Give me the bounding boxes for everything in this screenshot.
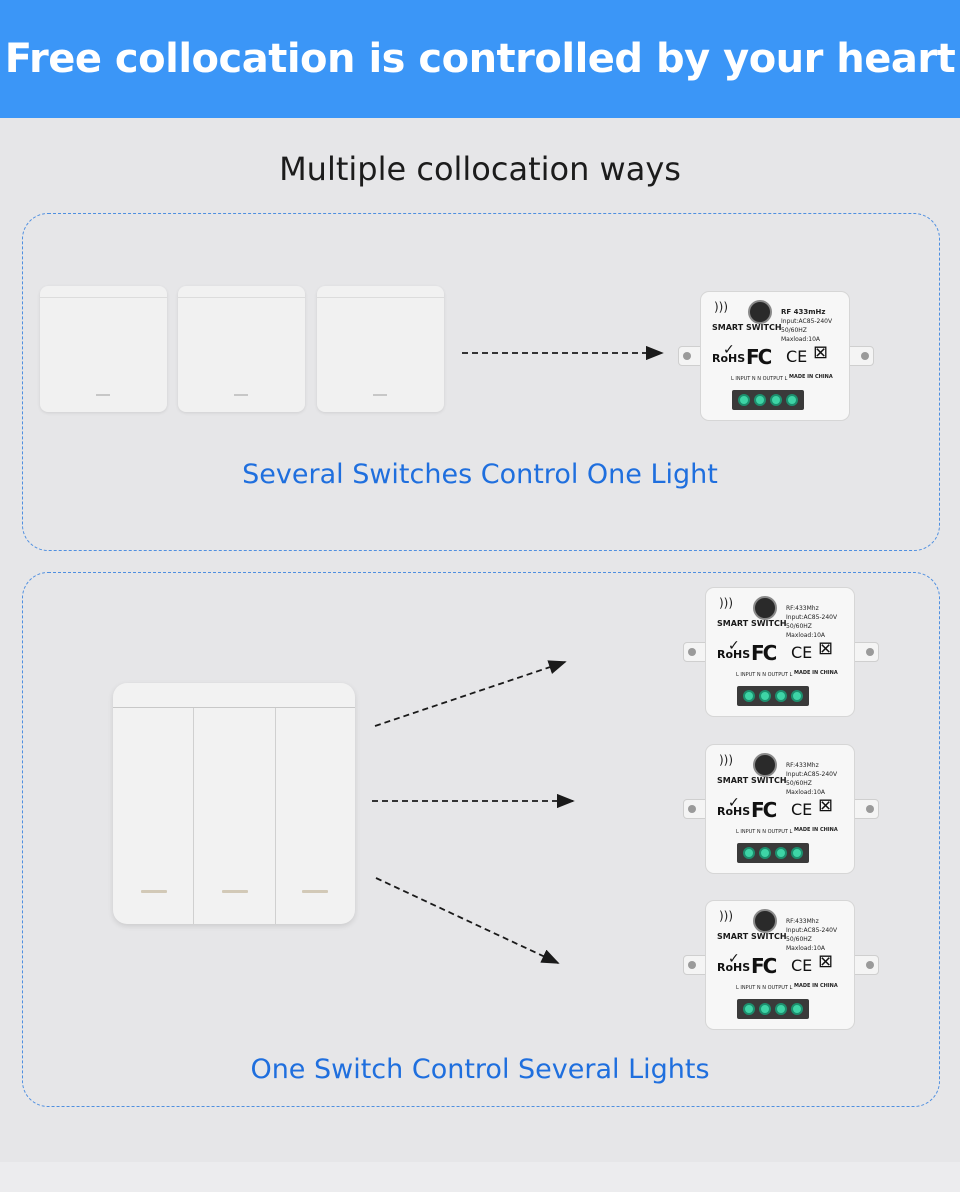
- wifi-icon: ))): [719, 753, 734, 767]
- made-in-label: MADE IN CHINA: [789, 374, 833, 380]
- wifi-icon: ))): [719, 909, 734, 923]
- relay-module-1: ))) SMART SWITCH RF:433Mhz Input:AC85-24…: [683, 587, 879, 717]
- terminal-block: [732, 390, 804, 410]
- ce-mark: CE: [791, 800, 813, 819]
- mount-ear-right: [844, 346, 874, 366]
- switch-frame-line: [113, 707, 355, 708]
- maxload-spec: Maxload:10A: [786, 945, 825, 952]
- terminal-block: [737, 686, 809, 706]
- terminal-block: [737, 843, 809, 863]
- weee-bin-icon: ⊠: [818, 638, 834, 659]
- panel-several-switches: [22, 213, 940, 551]
- pair-button: [753, 753, 777, 777]
- spec-text: RF:433Mhz Input:AC85-240V 50/60HZ Maxloa…: [786, 917, 854, 953]
- weee-bin-icon: ⊠: [818, 795, 834, 816]
- maxload-spec: Maxload:10A: [786, 632, 825, 639]
- pair-button: [753, 596, 777, 620]
- check-icon: ✓: [728, 795, 740, 811]
- fc-mark: FC: [751, 798, 777, 822]
- input-spec: Input:AC85-240V 50/60HZ: [781, 318, 833, 334]
- ce-mark: CE: [791, 643, 813, 662]
- bottom-strip: [0, 1162, 960, 1192]
- banner-title: Free collocation is controlled by your h…: [4, 36, 956, 82]
- wall-switch-2: [178, 286, 305, 412]
- made-in-label: MADE IN CHINA: [794, 670, 838, 676]
- rf-label: RF:433Mhz: [786, 918, 819, 925]
- rohs-mark: RoHS: [717, 805, 751, 818]
- ce-mark: CE: [786, 347, 808, 366]
- input-spec: Input:AC85-240V 50/60HZ: [786, 614, 838, 630]
- input-spec: Input:AC85-240V 50/60HZ: [786, 927, 838, 943]
- smart-switch-label: SMART SWITCH: [712, 323, 782, 332]
- wall-switch-1: [40, 286, 167, 412]
- relay-module-top: ))) SMART SWITCH RF 433mHz Input:AC85-24…: [678, 291, 874, 421]
- io-label: L INPUT N N OUTPUT L: [736, 672, 793, 678]
- weee-bin-icon: ⊠: [818, 951, 834, 972]
- spec-text: RF:433Mhz Input:AC85-240V 50/60HZ Maxloa…: [786, 604, 854, 640]
- switch-led: [222, 890, 248, 893]
- check-icon: ✓: [728, 951, 740, 967]
- spec-text: RF:433Mhz Input:AC85-240V 50/60HZ Maxloa…: [786, 761, 854, 797]
- weee-bin-icon: ⊠: [813, 342, 829, 363]
- rohs-mark: RoHS: [712, 352, 746, 365]
- wall-switch-3: [317, 286, 444, 412]
- page-subtitle: Multiple collocation ways: [279, 150, 681, 188]
- made-in-label: MADE IN CHINA: [794, 983, 838, 989]
- io-label: L INPUT N N OUTPUT L: [731, 376, 788, 382]
- caption-several-switches: Several Switches Control One Light: [242, 459, 718, 490]
- switch-led: [373, 394, 387, 396]
- module-body: ))) SMART SWITCH RF:433Mhz Input:AC85-24…: [705, 900, 855, 1030]
- input-spec: Input:AC85-240V 50/60HZ: [786, 771, 838, 787]
- module-body: ))) SMART SWITCH RF:433Mhz Input:AC85-24…: [705, 587, 855, 717]
- switch-led: [234, 394, 248, 396]
- fc-mark: FC: [746, 345, 772, 369]
- triple-wall-switch: [113, 683, 355, 924]
- rf-label: RF:433Mhz: [786, 605, 819, 612]
- made-in-label: MADE IN CHINA: [794, 827, 838, 833]
- fc-mark: FC: [751, 954, 777, 978]
- terminal-block: [737, 999, 809, 1019]
- switch-led: [141, 890, 167, 893]
- caption-one-switch: One Switch Control Several Lights: [250, 1054, 710, 1085]
- maxload-spec: Maxload:10A: [786, 789, 825, 796]
- rf-label: RF:433Mhz: [786, 762, 819, 769]
- io-label: L INPUT N N OUTPUT L: [736, 985, 793, 991]
- wifi-icon: ))): [719, 596, 734, 610]
- panel-one-switch: [22, 572, 940, 1107]
- wifi-icon: ))): [714, 300, 729, 314]
- module-body: ))) SMART SWITCH RF:433Mhz Input:AC85-24…: [705, 744, 855, 874]
- module-body: ))) SMART SWITCH RF 433mHz Input:AC85-24…: [700, 291, 850, 421]
- rf-label: RF 433mHz: [781, 308, 826, 316]
- smart-switch-label: SMART SWITCH: [717, 619, 787, 628]
- smart-switch-label: SMART SWITCH: [717, 776, 787, 785]
- switch-led: [96, 394, 110, 396]
- rocker-divider: [275, 708, 276, 924]
- spec-text: RF 433mHz Input:AC85-240V 50/60HZ Maxloa…: [781, 308, 849, 344]
- relay-module-2: ))) SMART SWITCH RF:433Mhz Input:AC85-24…: [683, 744, 879, 874]
- smart-switch-label: SMART SWITCH: [717, 932, 787, 941]
- check-icon: ✓: [728, 638, 740, 654]
- header-banner: Free collocation is controlled by your h…: [0, 0, 960, 118]
- relay-module-3: ))) SMART SWITCH RF:433Mhz Input:AC85-24…: [683, 900, 879, 1030]
- check-icon: ✓: [723, 342, 735, 358]
- ce-mark: CE: [791, 956, 813, 975]
- switch-led: [302, 890, 328, 893]
- pair-button: [748, 300, 772, 324]
- rocker-divider: [193, 708, 194, 924]
- maxload-spec: Maxload:10A: [781, 336, 820, 343]
- rohs-mark: RoHS: [717, 648, 751, 661]
- io-label: L INPUT N N OUTPUT L: [736, 829, 793, 835]
- rohs-mark: RoHS: [717, 961, 751, 974]
- pair-button: [753, 909, 777, 933]
- fc-mark: FC: [751, 641, 777, 665]
